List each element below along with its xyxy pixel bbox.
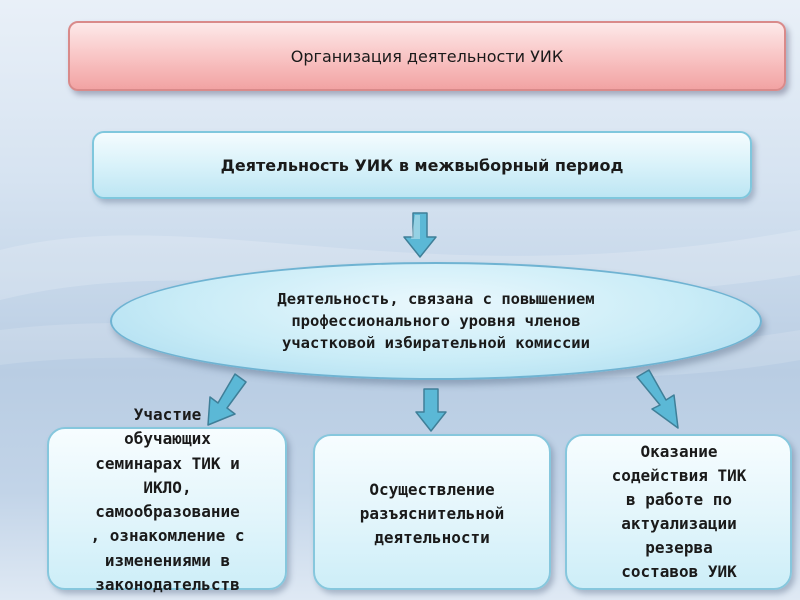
central-ellipse: Деятельность, связана с повышением профе… [110,262,762,380]
period-text: Деятельность УИК в межвыборный период [220,155,624,175]
card-seminars [47,427,287,590]
card-explanation-text: Осуществление разъяснительной деятельнос… [359,480,505,547]
card-assistance-text: Оказание содействия ТИК в работе по акту… [611,442,747,581]
title-box: Организация деятельности УИК [68,21,786,91]
arrow-middle-icon [415,388,447,432]
card-seminars-text: Участие обучающих семинарах ТИК и ИКЛО, … [90,405,245,595]
arrow-left-icon [207,373,247,426]
period-box: Деятельность УИК в межвыборный период [92,131,752,199]
central-text: Деятельность, связана с повышением профе… [277,290,595,352]
arrow-right-icon [636,369,679,429]
title-text: Организация деятельности УИК [290,46,564,66]
down-arrow-icon [403,212,437,258]
card-assistance [565,434,792,590]
card-explanation [313,434,551,590]
